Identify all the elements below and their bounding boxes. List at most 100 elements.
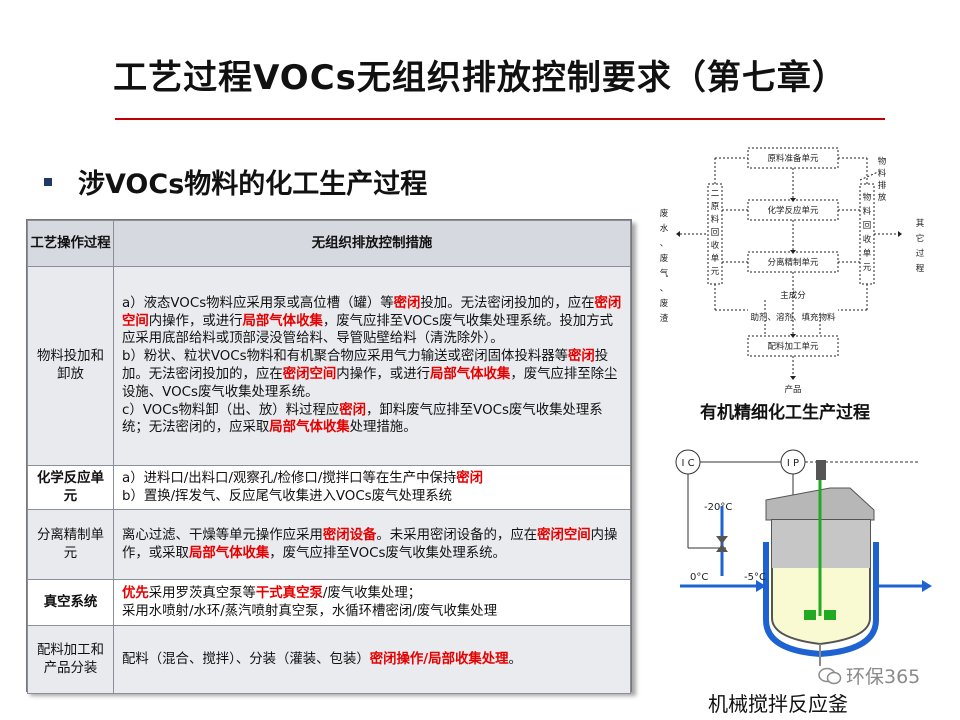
highlight-text: 密闭 (393, 295, 421, 311)
flow-col-right-label: 元 (863, 263, 872, 273)
measure-paragraph: b）粉状、粒状VOCs物料和有机聚合物应采用气力输送或密闭固体投料器等密闭投加。… (122, 348, 622, 401)
table-row: 真空系统优先采用罗茨真空泵等干式真空泵/废气收集处理；采用水喷射/水环/蒸汽喷射… (27, 579, 631, 626)
process-cell: 物料投加和卸放 (27, 266, 114, 466)
highlight-text: 密闭设备 (322, 527, 377, 543)
flow-waste-label: 废 (660, 253, 669, 264)
measure-paragraph: 采用水喷射/水环/蒸汽喷射真空泵，水循环槽密闭/废气收集处理 (122, 603, 622, 621)
measure-text: 采用水喷射/水环/蒸汽喷射真空泵，水循环槽密闭/废气收集处理 (122, 603, 498, 619)
measure-paragraph: 离心过滤、干燥等单元操作应采用密闭设备。未采用密闭设备的，应在密闭空间内操作，或… (122, 527, 622, 563)
measure-paragraph: 优先采用罗茨真空泵等干式真空泵/废气收集处理； (122, 585, 622, 603)
highlight-text: 局部气体收集 (188, 545, 270, 561)
flow-label-product: 产品 (784, 384, 801, 395)
flow-caption: 有机精细化工生产过程 (700, 403, 870, 423)
watermark-text: 环保365 (846, 666, 921, 688)
ic-label: I C (681, 458, 694, 469)
measure-text: 。未采用密闭设备的，应在 (376, 527, 538, 543)
highlight-text: 干式真空泵 (255, 585, 323, 601)
flow-label-main: 主成分 (780, 290, 806, 301)
flow-other-label: 过 (916, 248, 925, 259)
flow-col-left-label: 收 (711, 240, 720, 251)
flow-waste-label: 渣 (660, 313, 669, 324)
reactor-svg: I C I P -20°C 0°C -5°C (675, 449, 932, 666)
flow-col-right-label: 收 (863, 234, 872, 245)
flow-col-left-label: 单 (711, 253, 720, 264)
flow-col-right-label: 物 (863, 192, 872, 203)
measure-text: 内操作，或采取 (122, 527, 618, 561)
measure-paragraph: c）VOCs物料卸（出、放）料过程应密闭，卸料废气应排至VOCs废气收集处理系统… (122, 402, 622, 438)
flow-svg: 原料准备单元 化学反应单元 分离精制单元 配料加工单元 主成分 助剂、溶剂、填充… (660, 147, 925, 395)
flow-other-label: 它 (916, 233, 925, 244)
ip-label: I P (787, 458, 799, 469)
section-heading: 涉VOCs物料的化工生产过程 (78, 169, 428, 200)
highlight-text: 局部气体收集 (429, 367, 511, 382)
measure-text: ，废气应排至VOCs废气收集处理系统。投加方式应采用底部给料或顶部浸没管给料、导… (122, 313, 614, 347)
measure-text: /废气收集处理； (322, 585, 422, 601)
table-row: 配料加工和产品分装配料（混合、搅拌）、分装（灌装、包装）密闭操作/局部收集处理。 (27, 625, 631, 694)
flow-col-right-label: 回 (863, 221, 872, 231)
flow-waste-label: 废 (660, 298, 669, 309)
highlight-text: 密闭操作/局部收集处理 (369, 651, 509, 667)
wechat-icon (818, 667, 842, 684)
reactor-diagram: I C I P -20°C 0°C -5°C (660, 440, 950, 680)
flow-col-left-label: 料 (711, 214, 720, 225)
measure-text: a）进料口/出料口/观察孔/检修口/搅拌口等在生产中保持 (122, 470, 457, 486)
reactor-caption: 机械搅拌反应釜 (708, 692, 848, 716)
page-title: 工艺过程VOCs无组织排放控制要求（第七章） (113, 58, 847, 98)
highlight-text: 优先 (122, 585, 149, 601)
measure-text: b）粉状、粒状VOCs物料和有机聚合物应采用气力输送或密闭固体投料器等 (122, 349, 569, 365)
flow-discharge-label: 物 (878, 156, 887, 167)
highlight-text: 密闭 (568, 349, 595, 365)
header-process: 工艺操作过程 (27, 220, 114, 267)
flow-other-label: 其 (916, 219, 925, 229)
header-measures: 无组织排放控制措施 (113, 220, 631, 267)
flow-label-blending: 配料加工单元 (767, 341, 819, 352)
highlight-text: 局部气体收集 (242, 313, 323, 329)
table-row: 分离精制单元离心过滤、干燥等单元操作应采用密闭设备。未采用密闭设备的，应在密闭空… (27, 509, 631, 580)
flow-col-right-label: 单 (863, 248, 872, 259)
highlight-text: 密闭空间 (282, 367, 337, 382)
process-cell: 真空系统 (27, 579, 114, 626)
measure-text: 内操作，或进行 (336, 367, 430, 382)
measure-paragraph: b）置换/挥发气、反应尾气收集进入VOCs废气处理系统 (122, 488, 622, 506)
measure-text: 内操作，或进行 (148, 313, 243, 329)
flow-label-separation: 分离精制单元 (767, 257, 819, 268)
flow-waste-label: 气 (660, 268, 669, 279)
measure-text: 采用罗茨真空泵等 (148, 585, 256, 601)
highlight-text: 密闭 (456, 470, 484, 486)
agitator-blade-right (824, 610, 836, 620)
measure-cell: 离心过滤、干燥等单元操作应采用密闭设备。未采用密闭设备的，应在密闭空间内操作，或… (113, 509, 631, 580)
measure-cell: a）液态VOCs物料应采用泵或高位槽（罐）等密闭投加。无法密闭投加的，应在密闭空… (113, 266, 631, 466)
measure-text: ，卸料废气应排至VOCs废气收集处理系统；无法密闭的，应采取 (122, 402, 603, 436)
process-cell: 化学反应单元 (27, 465, 114, 510)
title-divider (115, 118, 885, 120)
process-cell: 配料加工和产品分装 (27, 625, 114, 694)
flow-label-additives: 助剂、溶剂、填充物料 (750, 312, 836, 323)
flow-waste-label: 、 (660, 239, 669, 249)
flow-label-reaction: 化学反应单元 (767, 205, 819, 216)
highlight-text: 密闭空间 (537, 527, 591, 543)
flow-waste-label: 水 (660, 223, 669, 234)
section-bullet: 涉VOCs物料的化工生产过程 (44, 162, 427, 201)
measure-text: ，废气应排至VOCs废气收集处理系统。 (269, 545, 506, 561)
highlight-text: 密闭 (339, 402, 367, 418)
flow-discharge-label: 排 (878, 180, 887, 191)
measure-text: 离心过滤、干燥等单元操作应采用 (122, 527, 323, 543)
measure-text: 投加。无法密闭投加的，应在 (122, 349, 609, 382)
temp-left: 0°C (690, 572, 708, 583)
flow-other-label: 程 (916, 264, 925, 274)
flow-col-left-label: 回 (711, 228, 720, 238)
flow-col-left-label: 原 (711, 202, 720, 212)
measure-paragraph: a）液态VOCs物料应采用泵或高位槽（罐）等密闭投加。无法密闭投加的，应在密闭空… (122, 295, 622, 348)
measure-paragraph: a）进料口/出料口/观察孔/检修口/搅拌口等在生产中保持密闭 (122, 470, 622, 488)
flow-discharge-label: 料 (878, 168, 887, 179)
highlight-text: 局部气体收集 (269, 420, 350, 436)
flow-col-left-label: 元 (711, 267, 720, 277)
flow-col-right-label: 料 (863, 206, 872, 217)
flow-col-left-label: 二 (711, 189, 720, 199)
agitator-blade-left (804, 610, 816, 620)
watermark: 环保365 (818, 662, 920, 689)
measure-text: 处理措施。 (349, 420, 417, 436)
